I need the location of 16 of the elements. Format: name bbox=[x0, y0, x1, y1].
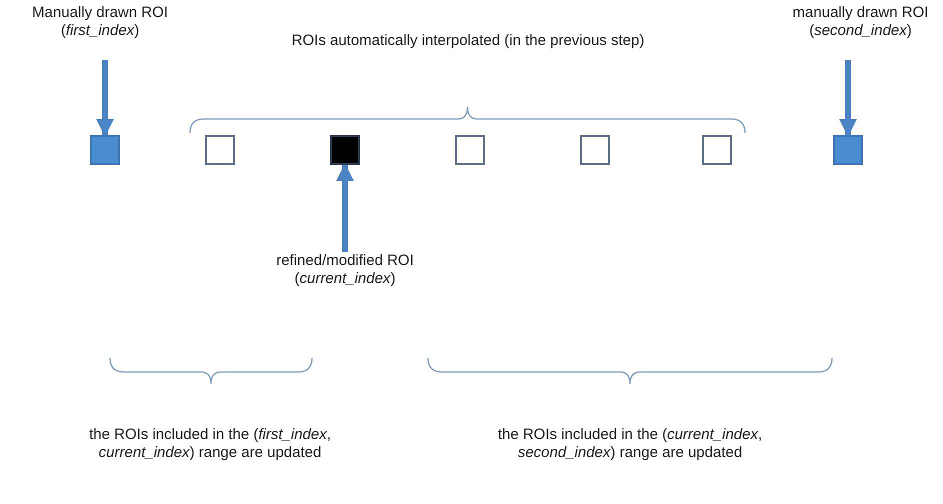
roi-square bbox=[702, 135, 732, 165]
roi-square bbox=[90, 135, 120, 165]
roi-caption: manually drawn ROI (second_index) bbox=[792, 4, 930, 40]
roi-square bbox=[205, 135, 235, 165]
arrow bbox=[839, 60, 857, 137]
range-note: the ROIs included in the (first_index, current_index) range are updated bbox=[88, 426, 332, 462]
roi-square bbox=[330, 135, 360, 165]
roi-square bbox=[833, 135, 863, 165]
roi-caption: refined/modified ROI (current_index) bbox=[275, 252, 415, 288]
arrow bbox=[96, 60, 114, 137]
roi-caption: Manually drawn ROI (first_index) bbox=[31, 4, 169, 40]
range-note: ROIs automatically interpolated (in the previous step) bbox=[290, 32, 646, 50]
roi-square bbox=[455, 135, 485, 165]
roi-square bbox=[580, 135, 610, 165]
range-note: the ROIs included in the (current_index, second_index) range are updated bbox=[496, 426, 764, 462]
arrow bbox=[336, 163, 354, 252]
